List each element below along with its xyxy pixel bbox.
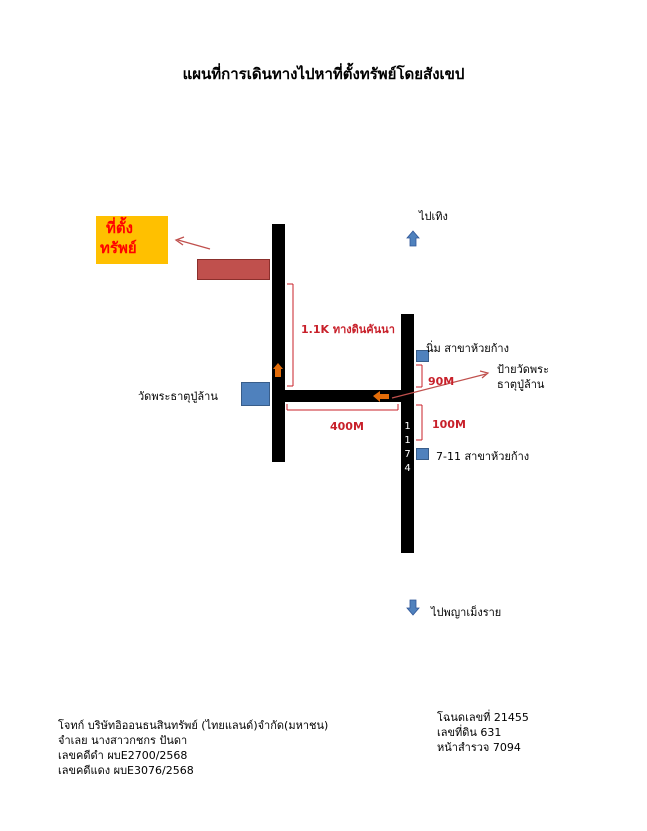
highway-digit: 7 [404,449,411,460]
connector-distance-label: 400M [330,420,364,433]
red-case-line: เลขคดีแดง ผบE3076/2568 [58,764,194,777]
deed-info: โฉนดเลขที่ 21455 เลขที่ดิน 631 หน้าสำรวจ… [437,710,529,755]
south-direction-label: ไปพญาเม็งราย [431,606,502,619]
dimension-90m [416,364,423,388]
property-label-line2: ทรัพย์ [100,239,137,257]
black-case-line: เลขคดีดำ ผบE2700/2568 [58,749,188,762]
case-info: โจทก์ บริษัทอิออนธนสินทรัพย์ (ไทยแลนด์)จ… [58,718,328,778]
sign-distance-label: 90M [428,375,455,388]
nim-shop-label: นิ่ม สาขาห้วยก้าง [426,342,509,355]
dirt-road-distance-label: 1.1K ทางดินคันนา [301,323,395,336]
temple-marker-icon [241,382,270,406]
temple-sign-pointer [391,370,490,399]
temple-label: วัดพระธาตุปู่ล้าน [138,390,218,403]
defendant-line: จำเลย นางสาวกชกร ปันดา [58,734,188,747]
seven-eleven-label: 7-11 สาขาห้วยก้าง [436,450,530,463]
dimension-100m [416,404,423,441]
dimension-400m [286,404,399,411]
highway-1174 [401,314,414,553]
seven-eleven-distance-label: 100M [432,418,466,431]
seven-eleven-marker-icon [416,448,429,460]
highway-digit: 1 [404,421,411,432]
deed-number-line: โฉนดเลขที่ 21455 [437,711,529,724]
plaintiff-line: โจทก์ บริษัทอิออนธนสินทรัพย์ (ไทยแลนด์)จ… [58,719,329,732]
map: 1 1 7 4 ที่ตั้ง ทรัพย์ [96,210,549,619]
nim-shop-marker-icon [416,350,429,362]
highway-number: 1 1 7 4 [401,420,414,476]
road-west-vertical [272,224,285,462]
highway-digit: 4 [404,463,411,474]
north-arrow-icon [406,230,420,247]
direction-arrow-icon [273,363,283,377]
land-number-line: เลขที่ดิน 631 [437,726,502,739]
survey-page-line: หน้าสำรวจ 7094 [437,741,521,754]
dimension-1100m [287,283,294,387]
map-overlay [174,230,490,616]
north-direction-label: ไปเทิง [419,210,448,223]
property-label: ที่ตั้ง ทรัพย์ [96,216,168,264]
property-label-line1: ที่ตั้ง [106,219,133,237]
temple-sign-label: ป้ายวัดพระธาตุปู่ล้าน [497,363,549,391]
highway-digit: 1 [404,435,411,446]
page-title: แผนที่การเดินทางไปหาที่ตั้งทรัพย์โดยสังเ… [182,65,465,83]
property-pointer-arrow [174,236,211,250]
south-arrow-icon [406,599,420,616]
property-parcel [197,259,270,280]
direction-arrow-icon [373,391,389,402]
